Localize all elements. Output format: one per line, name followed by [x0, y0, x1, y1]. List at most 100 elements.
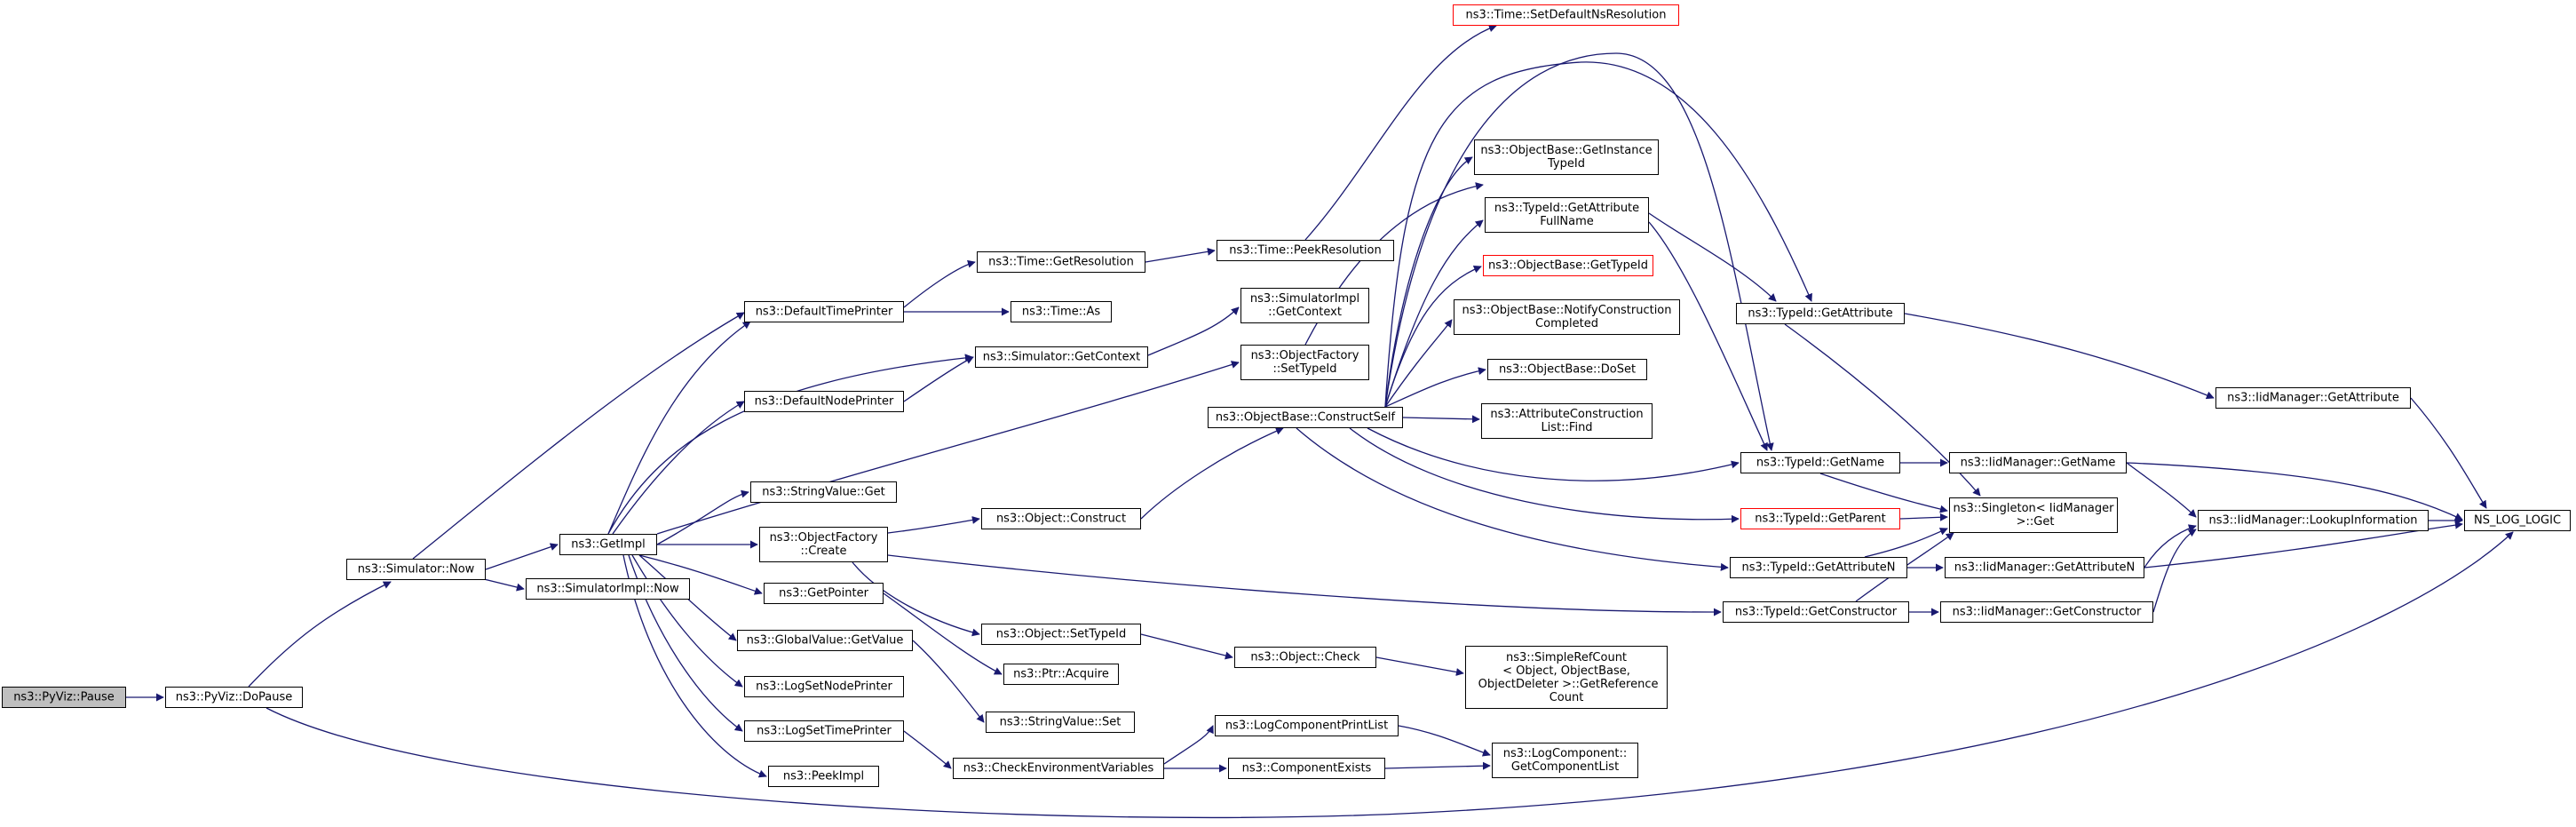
call-edge: [607, 354, 973, 535]
node-label: ns3::TypeId::GetAttributeN: [1741, 561, 1896, 575]
node-getpointer[interactable]: ns3::GetPointer: [764, 583, 884, 604]
node-pyviz-pause[interactable]: ns3::PyViz::Pause: [2, 687, 126, 708]
node-label: ns3::TypeId::GetAttribute FullName: [1494, 202, 1640, 228]
call-edge: [1648, 221, 1768, 451]
call-edge: [266, 531, 2514, 819]
node-simulatorimpl-now[interactable]: ns3::SimulatorImpl::Now: [526, 578, 690, 600]
node-objectfactory-settypeid[interactable]: ns3::ObjectFactory ::SetTypeId: [1240, 345, 1369, 380]
node-time-setdefaultnsresolution[interactable]: ns3::Time::SetDefaultNsResolution: [1453, 4, 1679, 26]
node-attributeconstructionlist-find[interactable]: ns3::AttributeConstruction List::Find: [1481, 403, 1653, 439]
node-simulator-getcontext[interactable]: ns3::Simulator::GetContext: [975, 346, 1148, 368]
node-label: ns3::LogSetNodePrinter: [756, 680, 892, 694]
node-time-getresolution[interactable]: ns3::Time::GetResolution: [977, 251, 1145, 273]
node-label: ns3::Ptr::Acquire: [1013, 667, 1109, 681]
node-iidmanager-getattribute[interactable]: ns3::IidManager::GetAttribute: [2215, 387, 2411, 409]
node-label: ns3::GetPointer: [779, 586, 868, 600]
node-typeid-getattribute[interactable]: ns3::TypeId::GetAttribute: [1736, 303, 1905, 324]
node-time-as[interactable]: ns3::Time::As: [1011, 301, 1112, 322]
node-stringvalue-get[interactable]: ns3::StringValue::Get: [750, 481, 897, 503]
call-edge: [656, 489, 749, 545]
node-label: ns3::AttributeConstruction List::Find: [1490, 408, 1644, 434]
node-singleton-iidmanager-get[interactable]: ns3::Singleton< IidManager >::Get: [1949, 497, 2118, 533]
node-iidmanager-getname[interactable]: ns3::IidManager::GetName: [1949, 452, 2127, 473]
node-pyviz-dopause[interactable]: ns3::PyViz::DoPause: [165, 687, 303, 708]
node-label: ns3::ComponentExists: [1241, 761, 1372, 775]
node-getimpl[interactable]: ns3::GetImpl: [559, 534, 657, 555]
node-logsetnodeprinter[interactable]: ns3::LogSetNodePrinter: [744, 676, 904, 697]
call-edge: [1864, 528, 1948, 558]
node-time-peekresolution[interactable]: ns3::Time::PeekResolution: [1217, 240, 1394, 261]
node-label: ns3::DefaultNodePrinter: [754, 394, 894, 409]
node-logcomponentprintlist[interactable]: ns3::LogComponentPrintList: [1215, 715, 1399, 736]
node-objectbase-doset[interactable]: ns3::ObjectBase::DoSet: [1487, 359, 1647, 380]
call-edge: [2126, 462, 2463, 521]
node-simulatorimpl-getcontext[interactable]: ns3::SimulatorImpl ::GetContext: [1240, 288, 1369, 323]
node-object-construct[interactable]: ns3::Object::Construct: [981, 508, 1141, 529]
call-edge: [852, 561, 980, 637]
node-stringvalue-set[interactable]: ns3::StringValue::Set: [986, 712, 1135, 733]
node-typeid-getattributefullname[interactable]: ns3::TypeId::GetAttribute FullName: [1485, 197, 1649, 233]
node-globalvalue-getvalue[interactable]: ns3::GlobalValue::GetValue: [737, 630, 913, 651]
node-defaulttimeprinter[interactable]: ns3::DefaultTimePrinter: [744, 301, 904, 322]
node-iidmanager-lookupinformation[interactable]: ns3::IidManager::LookupInformation: [2198, 510, 2429, 531]
node-objectbase-notifyconstructioncompleted[interactable]: ns3::ObjectBase::NotifyConstruction Comp…: [1454, 299, 1680, 335]
call-edge: [2410, 397, 2487, 509]
node-typeid-getattributen[interactable]: ns3::TypeId::GetAttributeN: [1730, 557, 1907, 578]
call-edge: [887, 516, 980, 534]
node-typeid-getparent[interactable]: ns3::TypeId::GetParent: [1740, 508, 1900, 529]
call-edge: [1140, 633, 1233, 660]
node-object-check[interactable]: ns3::Object::Check: [1234, 647, 1376, 668]
call-edge: [1145, 247, 1216, 263]
call-edge: [2144, 521, 2463, 569]
node-label: ns3::Time::As: [1021, 305, 1101, 319]
node-peekimpl[interactable]: ns3::PeekImpl: [768, 766, 879, 787]
node-label: ns3::ObjectBase::DoSet: [1498, 362, 1637, 377]
node-label: ns3::ObjectBase::GetInstance TypeId: [1480, 144, 1653, 171]
node-label: ns3::Simulator::GetContext: [982, 350, 1141, 364]
call-edge: [1140, 427, 1284, 520]
node-logsettimeprinter[interactable]: ns3::LogSetTimePrinter: [744, 720, 904, 742]
node-ptr-acquire[interactable]: ns3::Ptr::Acquire: [1003, 664, 1119, 685]
node-objectfactory-create[interactable]: ns3::ObjectFactory ::Create: [759, 527, 888, 562]
node-typeid-getname[interactable]: ns3::TypeId::GetName: [1740, 452, 1900, 473]
call-edge: [1384, 61, 1812, 408]
node-objectbase-gettypeid[interactable]: ns3::ObjectBase::GetTypeId: [1483, 255, 1653, 276]
call-edge: [607, 321, 751, 535]
node-defaultnodeprinter[interactable]: ns3::DefaultNodePrinter: [744, 391, 904, 412]
node-typeid-getconstructor[interactable]: ns3::TypeId::GetConstructor: [1723, 601, 1909, 623]
node-label: ns3::TypeId::GetName: [1756, 456, 1885, 470]
node-iidmanager-getattributen[interactable]: ns3::IidManager::GetAttributeN: [1945, 557, 2144, 578]
node-label: ns3::IidManager::GetName: [1960, 456, 2116, 470]
call-edge: [2144, 524, 2197, 569]
call-edge: [883, 592, 1003, 675]
node-objectbase-getinstancetypeid[interactable]: ns3::ObjectBase::GetInstance TypeId: [1474, 139, 1659, 175]
node-label: ns3::StringValue::Set: [999, 715, 1122, 729]
node-label: ns3::GetImpl: [571, 537, 646, 552]
call-edge: [912, 640, 985, 723]
node-label: ns3::Object::Check: [1250, 650, 1360, 664]
node-ns-log-logic[interactable]: NS_LOG_LOGIC: [2464, 510, 2571, 531]
call-edge: [1304, 24, 1497, 241]
node-object-settypeid[interactable]: ns3::Object::SetTypeId: [981, 624, 1141, 645]
call-edge: [1398, 725, 1491, 757]
node-label: ns3::ObjectBase::GetTypeId: [1488, 258, 1648, 273]
node-label: ns3::Time::PeekResolution: [1229, 243, 1382, 258]
call-edge: [903, 730, 952, 769]
node-checkenvironmentvariables[interactable]: ns3::CheckEnvironmentVariables: [953, 758, 1164, 779]
call-edge: [622, 554, 767, 778]
node-label: ns3::Time::SetDefaultNsResolution: [1465, 8, 1667, 22]
node-objectbase-constructself[interactable]: ns3::ObjectBase::ConstructSelf: [1208, 407, 1403, 428]
node-label: ns3::Object::SetTypeId: [995, 627, 1127, 641]
node-label: ns3::StringValue::Get: [762, 485, 885, 499]
node-componentexists[interactable]: ns3::ComponentExists: [1228, 758, 1385, 779]
node-label: ns3::TypeId::GetAttribute: [1748, 306, 1893, 321]
node-simplerefcount-getreferencecount[interactable]: ns3::SimpleRefCount < Object, ObjectBase…: [1465, 646, 1668, 709]
call-edge: [1367, 427, 1740, 481]
call-edge: [1648, 212, 1777, 302]
node-logcomponent-getcomponentlist[interactable]: ns3::LogComponent:: GetComponentList: [1492, 743, 1638, 778]
node-iidmanager-getconstructor[interactable]: ns3::IidManager::GetConstructor: [1940, 601, 2153, 623]
node-simulator-now[interactable]: ns3::Simulator::Now: [346, 559, 486, 580]
call-edge: [1384, 761, 1491, 770]
call-edge: [1384, 156, 1473, 408]
call-edge: [1384, 319, 1453, 408]
